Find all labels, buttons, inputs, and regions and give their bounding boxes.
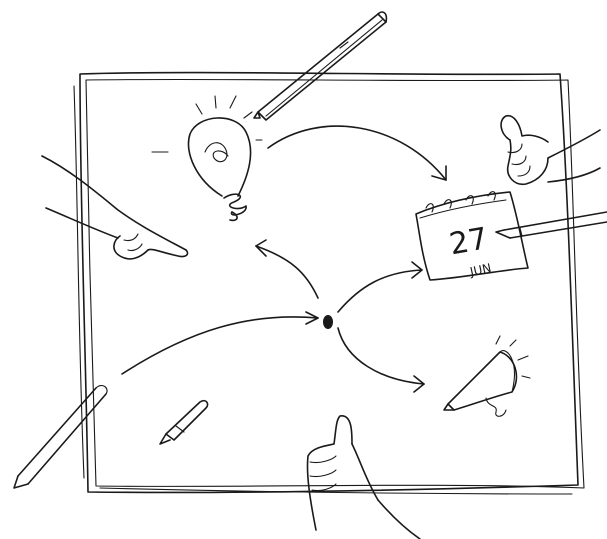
pen-icon [253, 11, 388, 121]
marker-icon [159, 399, 209, 445]
lightbulb-icon [151, 95, 263, 222]
thumbs-up-icon [500, 114, 601, 186]
calendar-icon: 27 JUN [415, 191, 529, 281]
whiteboard-frame [73, 71, 585, 495]
pencil-icon [495, 211, 607, 239]
pointing-hand-icon [41, 155, 189, 260]
calendar-day: 27 [447, 221, 491, 262]
thumbs-up-icon-bottom [306, 415, 421, 539]
arrows [121, 125, 447, 393]
calendar-month: JUN [468, 261, 493, 279]
pencil-icon-lower [13, 385, 108, 489]
megaphone-icon [443, 335, 531, 417]
center-dot [323, 315, 333, 329]
